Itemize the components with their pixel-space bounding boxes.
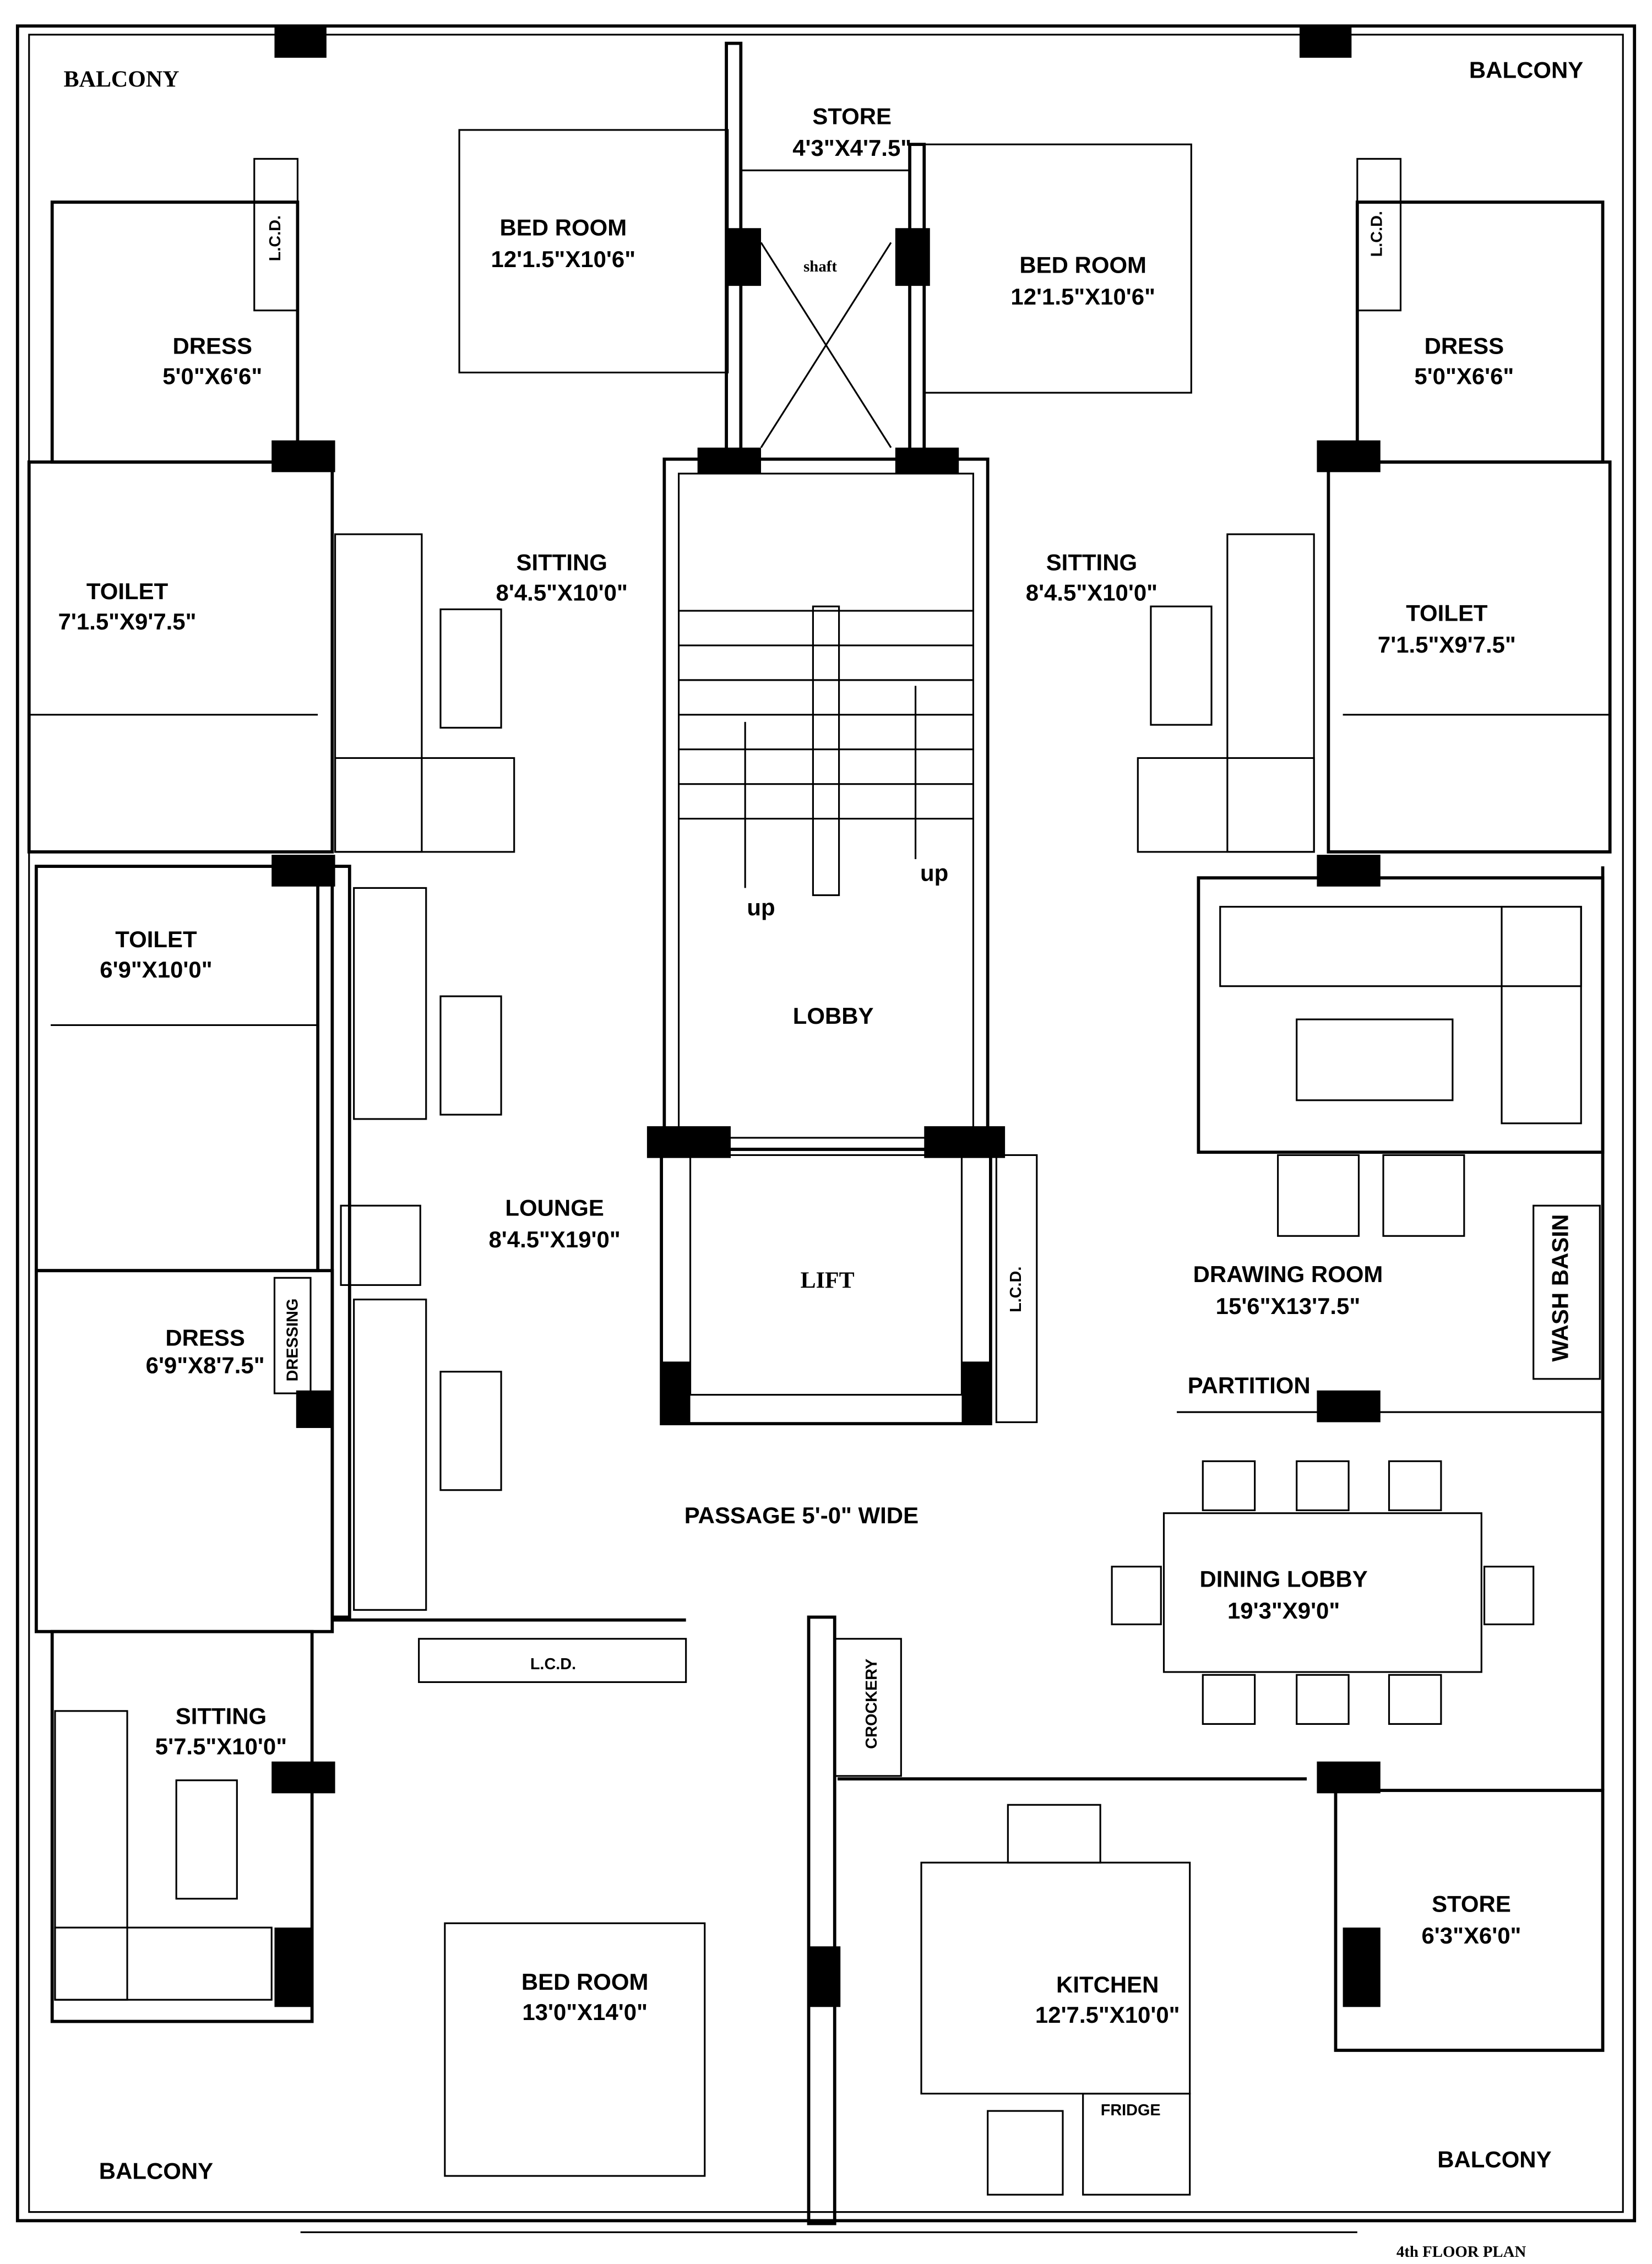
furniture [54,158,1601,2196]
toilet-size: 7'1.5"X9'7.5" [58,609,197,634]
kitchen-label: KITCHEN [1056,1972,1159,1997]
bedroom-label: BED ROOM [500,214,627,240]
lift-label: LIFT [801,1268,855,1294]
lcd-label: L.C.D. [1007,1267,1025,1312]
dress-label: DRESS [172,333,252,359]
lcd-label: L.C.D. [267,215,284,261]
bedroom-size: 13'0"X14'0" [522,1999,648,2025]
staircase [678,605,974,897]
stair-up-label: up [920,860,948,886]
balcony-label: BALCONY [64,67,180,92]
partition-label: PARTITION [1188,1372,1311,1398]
balcony-label: BALCONY [1437,2146,1551,2172]
lounge-size: 8'4.5"X19'0" [488,1226,620,1252]
sitting-size: 8'4.5"X10'0" [496,580,628,606]
dress-label: DRESS [165,1325,245,1351]
sitting-label: SITTING [516,550,607,575]
kitchen-size: 12'7.5"X10'0" [1035,2002,1180,2028]
store-label: STORE [1432,1891,1511,1916]
toilet-size: 7'1.5"X9'7.5" [1378,632,1516,658]
sitting-size: 5'7.5"X10'0" [155,1734,287,1760]
lcd-label: L.C.D. [1368,211,1385,257]
toilet-label: TOILET [115,926,197,952]
toilet-size: 6'9"X10'0" [100,957,212,982]
bedroom-label: BED ROOM [521,1969,649,1995]
sitting-label: SITTING [176,1703,267,1729]
dressing-label: DRESSING [284,1299,301,1382]
columns [271,26,1381,2007]
store-label: STORE [812,103,892,129]
lcd-label: L.C.D. [530,1655,576,1673]
lobby-label: LOBBY [793,1003,874,1029]
dress-size: 5'0"X6'6" [162,363,262,389]
passage-label: PASSAGE 5'-0" WIDE [684,1502,919,1528]
bedroom-label: BED ROOM [1019,252,1146,278]
outer-walls [15,24,1637,2233]
wash-basin-label: WASH BASIN [1547,1214,1573,1362]
balcony-label: BALCONY [99,2158,213,2184]
fridge-label: FRIDGE [1101,2102,1161,2119]
dining-lobby-label: DINING LOBBY [1200,1566,1368,1592]
lounge-label: LOUNGE [505,1195,604,1221]
bedroom-size: 12'1.5"X10'6" [1010,284,1155,310]
store-size: 4'3"X4'7.5" [792,135,911,161]
bedroom-size: 12'1.5"X10'6" [491,246,636,272]
room-labels: BALCONY BALCONY STORE 4'3"X4'7.5" BED RO… [58,57,1584,2261]
balcony-label: BALCONY [1469,57,1583,83]
dress-size: 6'9"X8'7.5" [146,1352,265,1378]
shaft-label: shaft [803,258,837,275]
sitting-size: 8'4.5"X10'0" [1026,580,1158,606]
toilet-label: TOILET [1406,600,1488,626]
plan-title: 4th FLOOR PLAN [1396,2243,1526,2261]
drawing-room-label: DRAWING ROOM [1193,1261,1383,1287]
stair-up-label: up [747,894,775,920]
interior-walls [27,41,1612,2225]
toilet-label: TOILET [86,578,169,604]
sitting-label: SITTING [1046,550,1137,575]
drawing-room-size: 15'6"X13'7.5" [1216,1293,1361,1319]
dress-label: DRESS [1425,333,1504,359]
crockery-label: CROCKERY [863,1659,881,1749]
store-size: 6'3"X6'0" [1421,1923,1521,1948]
dining-lobby-size: 19'3"X9'0" [1227,1598,1340,1624]
dress-size: 5'0"X6'6" [1414,363,1514,389]
